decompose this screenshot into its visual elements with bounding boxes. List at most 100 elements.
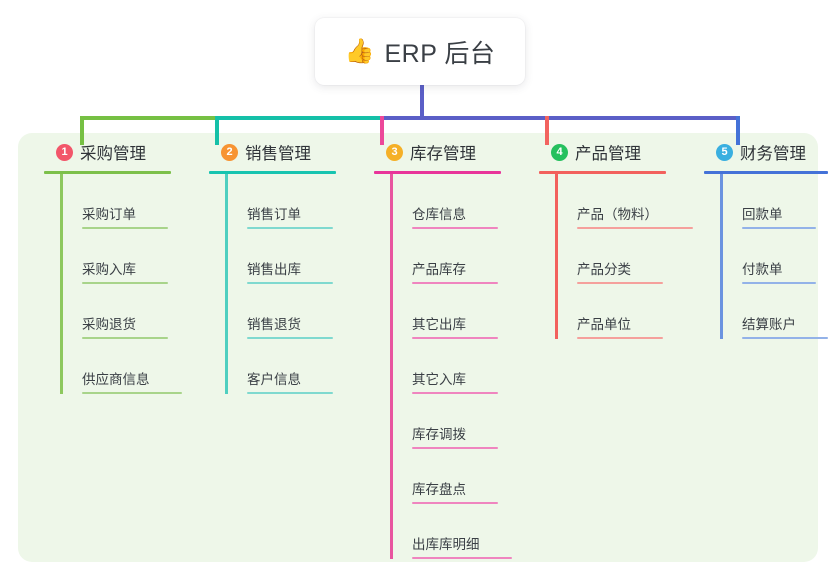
branch-item[interactable]: 产品分类 (555, 229, 693, 284)
branch-spine (60, 174, 63, 394)
bus-segment-2 (215, 116, 380, 120)
branch-item[interactable]: 库存调拨 (390, 394, 512, 449)
branch-drop-5 (736, 116, 740, 145)
branch-item[interactable]: 采购退货 (60, 284, 182, 339)
branch-title: 产品管理 (575, 145, 641, 163)
branch-item-rule (247, 227, 333, 229)
branch-drop-2 (215, 116, 219, 145)
branch-title: 销售管理 (245, 145, 311, 163)
branch-column-1: 1 采购管理采购订单采购入库采购退货供应商信息 (38, 133, 182, 394)
branch-item-rule (742, 227, 816, 229)
branch-item[interactable]: 其它出库 (390, 284, 512, 339)
branch-item-label: 客户信息 (247, 372, 301, 387)
branch-item-label: 采购订单 (82, 207, 136, 222)
branch-header-rule (209, 171, 336, 174)
branch-item-rule (577, 227, 693, 229)
branch-item[interactable]: 产品单位 (555, 284, 693, 339)
branch-column-5: 5 财务管理回款单付款单结算账户 (698, 133, 828, 339)
branch-item-rule (412, 227, 498, 229)
branch-number-badge: 4 (551, 143, 568, 161)
branch-item-label: 结算账户 (742, 317, 796, 332)
branch-item[interactable]: 客户信息 (225, 339, 336, 394)
branch-number-badge: 1 (56, 143, 73, 161)
branch-item-rule (247, 337, 333, 339)
branch-item[interactable]: 其它入库 (390, 339, 512, 394)
branch-column-4: 4 产品管理产品（物料） 产品分类产品单位 (533, 133, 693, 339)
branch-item-rule (82, 392, 182, 394)
branch-header-3[interactable]: 3 库存管理 (368, 133, 512, 171)
branch-item[interactable]: 销售订单 (225, 174, 336, 229)
branch-item[interactable]: 出库库明细 (390, 504, 512, 559)
branch-item-rule (412, 557, 512, 559)
branch-item-label: 产品分类 (577, 262, 631, 277)
branch-header-rule (539, 171, 666, 174)
branch-header-rule (374, 171, 501, 174)
branch-header-rule (704, 171, 828, 174)
branch-spine (555, 174, 558, 339)
bus-segment-3 (380, 116, 740, 120)
branch-item[interactable]: 采购订单 (60, 174, 182, 229)
branch-item-rule (82, 227, 168, 229)
branch-header-5[interactable]: 5 财务管理 (698, 133, 828, 171)
branch-item[interactable]: 产品库存 (390, 229, 512, 284)
branch-item[interactable]: 销售退货 (225, 284, 336, 339)
branch-item-rule (412, 447, 498, 449)
branch-item-rule (577, 337, 663, 339)
branch-item-rule (742, 337, 828, 339)
branch-item[interactable]: 采购入库 (60, 229, 182, 284)
branch-item-label: 其它出库 (412, 317, 466, 332)
branch-item-rule (82, 337, 168, 339)
branch-header-4[interactable]: 4 产品管理 (533, 133, 693, 171)
branch-column-2: 2 销售管理销售订单销售出库销售退货客户信息 (203, 133, 336, 394)
branch-item-label: 回款单 (742, 207, 783, 222)
branch-item-rule (247, 392, 333, 394)
branch-number-badge: 2 (221, 143, 238, 161)
branch-item-label: 销售出库 (247, 262, 301, 277)
branch-item-rule (577, 282, 663, 284)
branch-item-rule (742, 282, 816, 284)
branch-item-rule (412, 502, 498, 504)
branch-children: 采购订单采购入库采购退货供应商信息 (60, 174, 182, 394)
branch-number-badge: 5 (716, 143, 733, 161)
branch-spine (225, 174, 228, 394)
branch-children: 回款单付款单结算账户 (720, 174, 828, 339)
branch-item-label: 产品单位 (577, 317, 631, 332)
branch-item-label: 销售退货 (247, 317, 301, 332)
branch-item-label: 库存调拨 (412, 427, 466, 442)
branch-drop-3 (380, 116, 384, 145)
branch-item-rule (412, 392, 498, 394)
root-node-card[interactable]: 👍 ERP 后台 (315, 18, 525, 85)
branch-item[interactable]: 结算账户 (720, 284, 828, 339)
branch-item-label: 仓库信息 (412, 207, 466, 222)
branch-item-label: 采购退货 (82, 317, 136, 332)
branch-header-rule (44, 171, 171, 174)
branch-item[interactable]: 回款单 (720, 174, 828, 229)
branch-item[interactable]: 仓库信息 (390, 174, 512, 229)
branch-header-2[interactable]: 2 销售管理 (203, 133, 336, 171)
branch-spine (390, 174, 393, 559)
branch-item[interactable]: 付款单 (720, 229, 828, 284)
branches-panel (18, 133, 818, 562)
branch-item-rule (412, 282, 498, 284)
branch-children: 销售订单销售出库销售退货客户信息 (225, 174, 336, 394)
branch-item[interactable]: 库存盘点 (390, 449, 512, 504)
branch-title: 采购管理 (80, 145, 146, 163)
branch-item-label: 付款单 (742, 262, 783, 277)
branch-spine (720, 174, 723, 339)
branch-title: 财务管理 (740, 145, 806, 163)
branch-item[interactable]: 销售出库 (225, 229, 336, 284)
branch-item-label: 采购入库 (82, 262, 136, 277)
root-stem-connector (420, 84, 424, 118)
branch-item[interactable]: 供应商信息 (60, 339, 182, 394)
thumbs-up-icon: 👍 (344, 37, 375, 65)
branch-title: 库存管理 (410, 145, 476, 163)
branch-columns: 1 采购管理采购订单采购入库采购退货供应商信息 2 销售管理销售订单销售出库销售退货客… (18, 133, 828, 562)
branch-item-rule (247, 282, 333, 284)
branch-item[interactable]: 产品（物料） (555, 174, 693, 229)
branch-number-badge: 3 (386, 143, 403, 161)
branch-header-1[interactable]: 1 采购管理 (38, 133, 182, 171)
branch-children: 产品（物料） 产品分类产品单位 (555, 174, 693, 339)
branch-item-rule (82, 282, 168, 284)
branch-children: 仓库信息产品库存其它出库其它入库库存调拨库存盘点出库库明细 (390, 174, 512, 559)
